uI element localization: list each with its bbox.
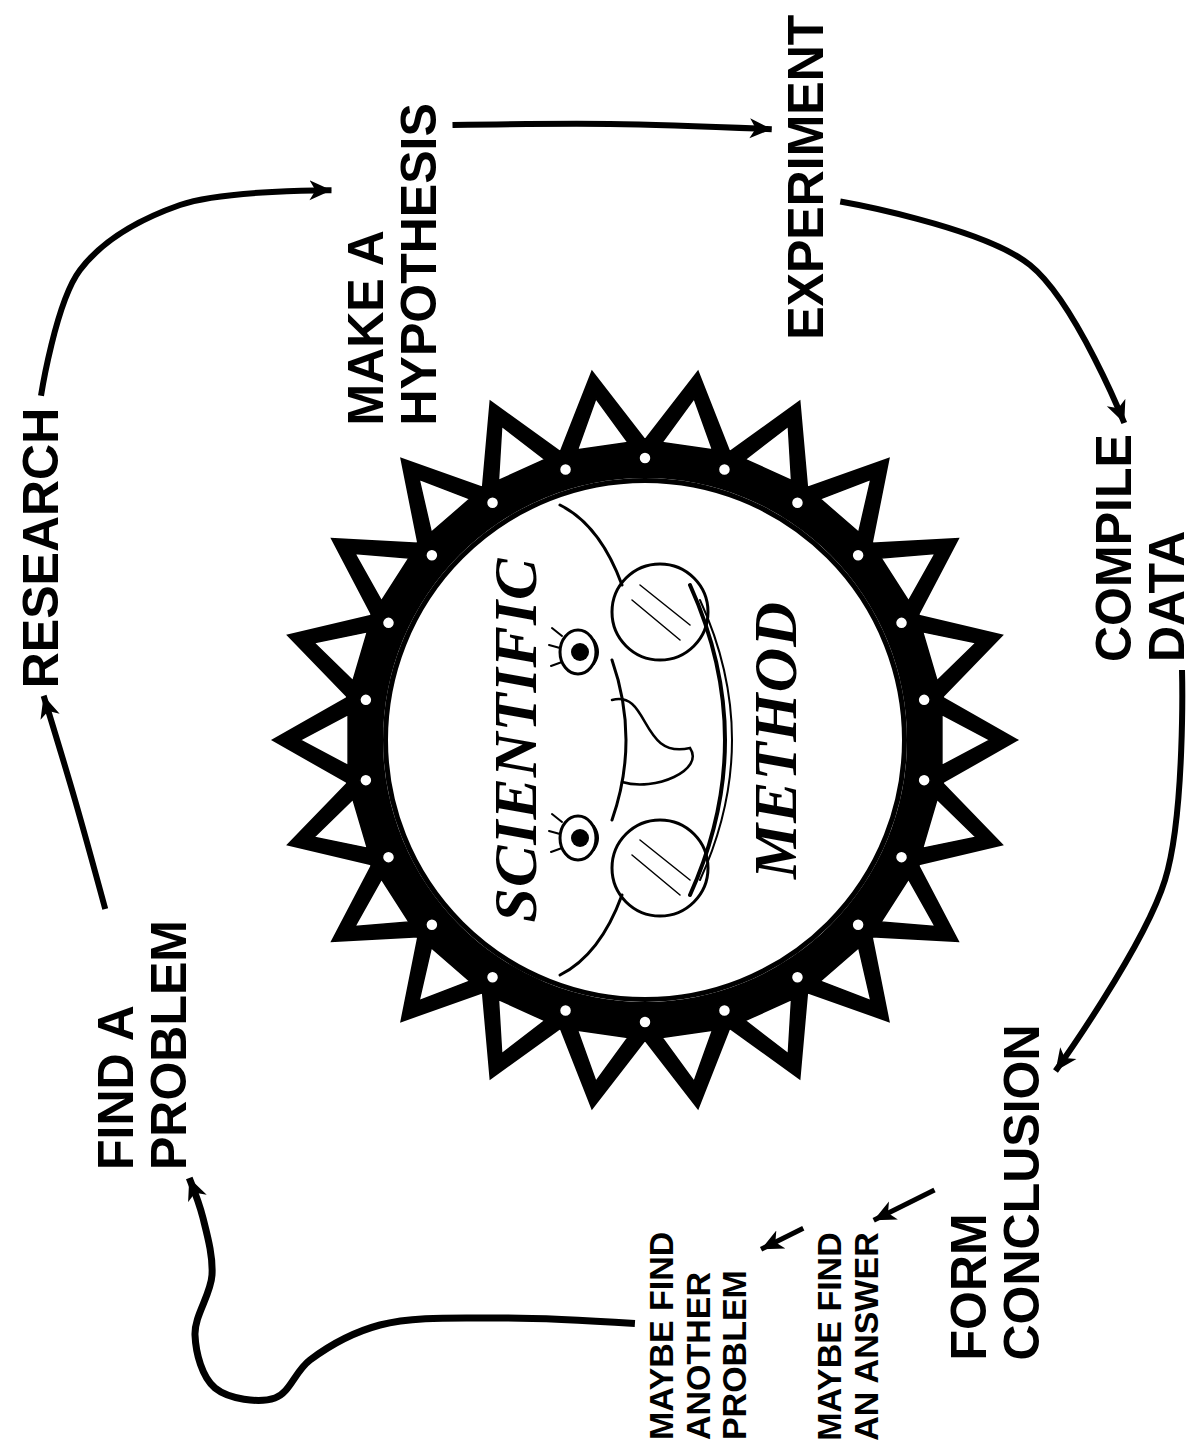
ray-inner <box>498 999 544 1053</box>
step-label: RESEARCH <box>15 404 68 688</box>
ray-inner <box>923 799 976 848</box>
ray-inner <box>881 553 935 600</box>
sun-rays <box>273 372 1017 1108</box>
ray-inner <box>662 399 712 450</box>
step-label: COMPILE DATA <box>1088 431 1193 662</box>
step-label: EXPERIMENT <box>780 11 833 340</box>
cycle-arrow <box>41 190 332 395</box>
step-text: RESEARCH <box>15 404 68 688</box>
ray-inner <box>578 399 628 450</box>
ray-inner <box>300 714 348 765</box>
ray-dot <box>852 919 864 931</box>
ray-inner <box>419 948 470 1001</box>
ray-dot <box>560 463 572 475</box>
ray-inner <box>355 553 409 600</box>
ray-dot <box>487 971 499 983</box>
sun-face: SCIENTIFIC METHOD <box>383 478 907 1002</box>
step-label: MAKE A HYPOTHESIS <box>340 99 445 425</box>
ray-inner <box>314 632 367 681</box>
sun-outline-circle <box>386 481 905 1000</box>
step-text: MAYBE FIND AN ANSWER <box>811 1228 884 1440</box>
step-label: MAYBE FIND AN ANSWER <box>811 1228 884 1440</box>
ray-inner <box>881 879 935 926</box>
ray-dot <box>360 694 372 706</box>
ray-inner <box>314 799 367 848</box>
sun-disk <box>383 478 907 1002</box>
sun-outline <box>383 478 907 1002</box>
step-label: MAYBE FIND ANOTHER PROBLEM <box>643 1228 753 1440</box>
step-text: MAYBE FIND ANOTHER PROBLEM <box>643 1228 753 1440</box>
cycle-arrow <box>761 1228 803 1249</box>
ray-dot <box>360 774 372 786</box>
step-text: FIND A PROBLEM <box>90 917 195 1170</box>
ray-inner <box>820 948 871 1001</box>
cycle-arrow <box>44 696 106 909</box>
nose <box>612 699 693 784</box>
title-lettering: SCIENTIFIC METHOD <box>385 520 905 960</box>
ray-inner <box>923 632 976 681</box>
eye <box>560 816 596 860</box>
cycle-arrow <box>189 1178 635 1400</box>
cycle-arrow <box>840 202 1124 423</box>
ray-inner <box>745 999 791 1053</box>
step-text: COMPILE DATA <box>1088 431 1193 662</box>
mouth-lip <box>700 600 732 880</box>
step-text: MAKE A HYPOTHESIS <box>340 99 445 425</box>
sun-face <box>549 505 732 975</box>
glasses-arm <box>560 505 622 585</box>
ray-dot <box>918 694 930 706</box>
ray-dot <box>487 497 499 509</box>
pupil <box>571 643 589 661</box>
connectors <box>41 124 1182 1401</box>
ray-inner <box>419 479 470 532</box>
pupil <box>571 829 589 847</box>
lens-hatching <box>632 585 690 895</box>
ray-dot <box>896 617 908 629</box>
step-text: FORM CONCLUSION <box>943 1020 1048 1360</box>
ray-inner <box>662 1030 712 1081</box>
step-label: FIND A PROBLEM <box>90 917 195 1170</box>
mouth <box>690 585 725 895</box>
ray-dot <box>852 549 864 561</box>
ray-dot <box>639 1016 651 1028</box>
ray-dot <box>791 971 803 983</box>
cycle-arrow <box>1056 670 1183 1071</box>
cycle-arrow <box>874 1190 935 1220</box>
step-label: FORM CONCLUSION <box>943 1020 1048 1360</box>
cycle-arrow <box>453 124 772 129</box>
ray-inner <box>498 426 544 480</box>
ray-dot <box>896 851 908 863</box>
ray-dot <box>791 497 803 509</box>
ray-dot <box>918 774 930 786</box>
ray-dot <box>382 851 394 863</box>
ray-dot <box>560 1005 572 1017</box>
ray-dot <box>382 617 394 629</box>
step-text: EXPERIMENT <box>780 11 833 340</box>
ray-spikes <box>273 372 1017 1108</box>
ray-ring <box>343 438 947 1042</box>
eye-hatching <box>594 640 598 850</box>
ray-inner <box>745 426 791 480</box>
ray-dot <box>426 919 438 931</box>
ray-dot <box>639 452 651 464</box>
eye <box>560 630 596 674</box>
glasses-arm <box>560 895 622 975</box>
ray-dot <box>718 1005 730 1017</box>
ray-inner <box>942 714 990 765</box>
eyelashes <box>549 628 562 852</box>
ray-dot <box>718 463 730 475</box>
glasses-lens <box>612 564 708 660</box>
glasses-lens <box>612 820 708 916</box>
glasses-bridge <box>612 660 626 820</box>
ray-inner <box>355 879 409 926</box>
ray-dot <box>426 549 438 561</box>
ray-inner <box>820 479 871 532</box>
ray-inner <box>578 1030 628 1081</box>
